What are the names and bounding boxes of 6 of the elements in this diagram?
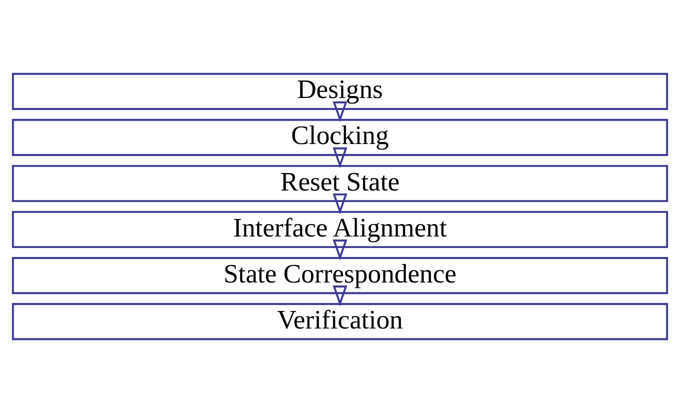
arrow	[332, 146, 348, 168]
arrow	[332, 100, 348, 122]
arrow	[332, 285, 348, 306]
arrow	[332, 192, 348, 214]
node-box: Verification	[12, 302, 668, 340]
arrow	[332, 239, 348, 260]
